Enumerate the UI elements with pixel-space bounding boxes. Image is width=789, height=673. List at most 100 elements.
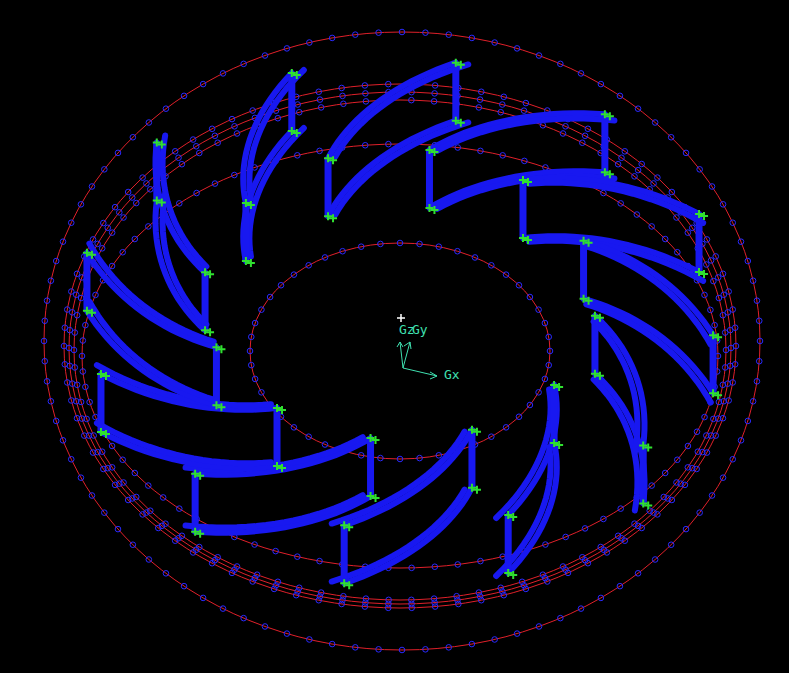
node-marker <box>579 140 585 146</box>
node-marker <box>93 292 99 298</box>
vertex-mark <box>714 333 722 341</box>
node-marker <box>74 382 80 388</box>
node-marker <box>750 398 756 404</box>
ring <box>247 240 553 462</box>
node-marker <box>503 425 509 431</box>
node-marker <box>598 81 604 87</box>
blade <box>97 365 286 472</box>
node-marker <box>477 594 483 600</box>
blade <box>496 381 563 579</box>
node-marker <box>558 615 564 621</box>
node-marker <box>91 433 97 439</box>
node-marker <box>72 330 78 336</box>
vertex-mark <box>555 441 563 449</box>
node-marker <box>478 148 484 154</box>
node-marker <box>540 572 546 578</box>
node-marker <box>668 542 674 548</box>
node-marker <box>423 647 429 653</box>
vertex-mark <box>102 430 110 438</box>
node-marker <box>339 601 345 607</box>
node-marker <box>662 236 668 242</box>
node-marker <box>558 61 564 67</box>
node-marker <box>738 438 744 444</box>
node-marker <box>409 565 415 571</box>
node-marker <box>546 362 552 368</box>
blade-end <box>83 253 90 311</box>
node-marker <box>146 120 152 126</box>
node-marker <box>738 239 744 245</box>
vertex-mark <box>430 206 438 214</box>
node-marker <box>522 158 528 164</box>
node-marker <box>455 597 461 603</box>
blade-end <box>601 114 608 172</box>
blade-end <box>341 525 348 583</box>
node-marker <box>709 184 715 190</box>
node-marker <box>651 181 657 187</box>
node-marker <box>455 562 461 568</box>
node-marker <box>516 414 522 420</box>
node-marker <box>385 81 391 87</box>
vertex-mark <box>329 214 337 222</box>
axis-triad <box>397 314 437 379</box>
node-marker <box>708 258 714 264</box>
node-marker <box>121 480 127 486</box>
blade-end <box>242 203 249 261</box>
node-marker <box>675 457 681 463</box>
node-marker <box>163 521 169 527</box>
node-marker <box>697 510 703 516</box>
axis-label: Gx <box>444 368 460 382</box>
node-marker <box>472 255 478 261</box>
node-marker <box>109 230 115 236</box>
vertex-mark <box>247 259 255 267</box>
vertex-mark <box>606 170 614 178</box>
node-marker <box>317 97 323 103</box>
node-marker <box>417 241 423 247</box>
node-marker <box>634 212 640 218</box>
node-marker <box>339 85 345 91</box>
node-marker <box>78 475 84 481</box>
node-marker <box>179 161 185 167</box>
blade-edge <box>529 183 703 223</box>
node-marker <box>560 131 566 137</box>
node-marker <box>115 526 121 532</box>
vertex-mark <box>700 270 708 278</box>
blade-end <box>97 374 104 432</box>
vertex-mark <box>644 501 652 509</box>
ring <box>79 141 721 570</box>
vertex-mark <box>217 345 225 353</box>
node-marker <box>129 195 135 201</box>
node-marker <box>176 201 182 207</box>
node-marker <box>716 399 722 405</box>
node-marker <box>295 153 301 159</box>
node-marker <box>200 81 206 87</box>
node-marker <box>284 46 290 52</box>
node-marker <box>83 384 89 390</box>
node-marker <box>259 390 265 396</box>
blade-end <box>426 150 433 208</box>
node-marker <box>730 456 736 462</box>
node-marker <box>431 99 437 105</box>
node-marker <box>469 35 475 41</box>
blade-edge <box>586 246 710 344</box>
blade-end <box>580 241 587 299</box>
node-marker <box>730 220 736 226</box>
node-marker <box>685 443 691 449</box>
node-marker <box>720 271 726 277</box>
node-marker <box>215 554 221 560</box>
vertex-mark <box>158 141 166 149</box>
node-marker <box>632 521 638 527</box>
blade-edge <box>496 389 550 518</box>
vertex-mark <box>206 328 214 336</box>
node-marker <box>683 526 689 532</box>
blade <box>242 69 304 267</box>
node-marker <box>527 294 533 300</box>
blade-end <box>213 347 220 405</box>
node-marker <box>120 457 126 463</box>
node-marker <box>363 99 369 105</box>
vertex-mark <box>524 236 532 244</box>
node-marker <box>341 593 347 599</box>
node-marker <box>476 590 482 596</box>
node-marker <box>675 249 681 255</box>
node-marker <box>399 647 405 653</box>
blade-end <box>202 272 209 330</box>
